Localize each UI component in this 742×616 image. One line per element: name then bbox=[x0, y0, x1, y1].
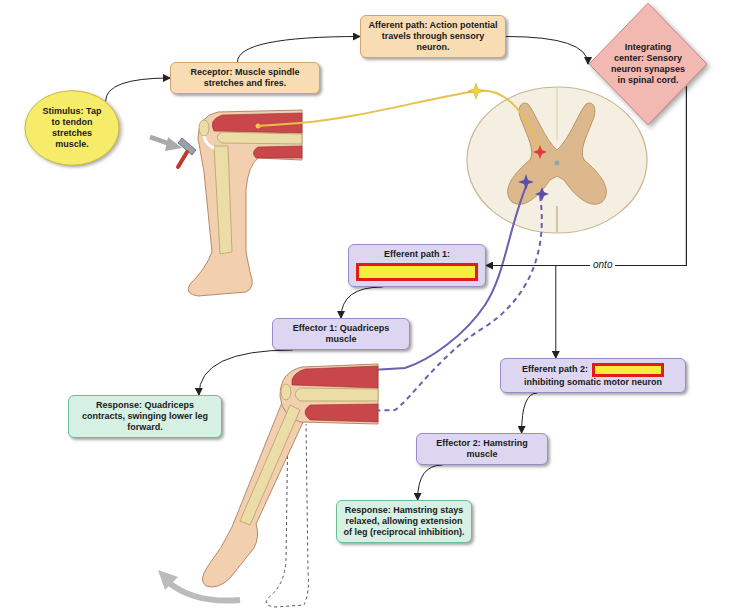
swing-arrow bbox=[168, 582, 240, 601]
synapse-star bbox=[533, 145, 547, 159]
node-text: Afferent path: Action potential travels … bbox=[367, 20, 499, 53]
arrow-connector bbox=[418, 465, 443, 500]
shape-text-holder: Stimulus: Tap to tendon stretches muscle… bbox=[40, 106, 104, 150]
patella-bone bbox=[281, 384, 291, 400]
leg-upper-figure bbox=[150, 110, 302, 296]
tap-arrow-head bbox=[165, 137, 182, 151]
arrow-connector bbox=[556, 86, 687, 358]
arrow-connector bbox=[106, 78, 170, 101]
quadriceps-muscle bbox=[292, 366, 378, 388]
patellar-tendon bbox=[204, 136, 214, 148]
tibia-bone bbox=[214, 146, 232, 254]
femur-bone bbox=[295, 388, 378, 401]
swing-arrow-head bbox=[158, 570, 178, 590]
path-label: onto bbox=[590, 259, 615, 271]
integrating-center-diamond: Integrating center: Sensory neuron synap… bbox=[588, 2, 708, 126]
node-text: Receptor: Muscle spindle stretches and f… bbox=[177, 67, 313, 89]
arrow-connector bbox=[506, 37, 588, 65]
pathway-box: Afferent path: Action potential travels … bbox=[360, 15, 506, 58]
central-canal bbox=[555, 161, 560, 166]
dorsal-septum bbox=[557, 88, 558, 140]
redaction-bar bbox=[592, 363, 664, 377]
motor-cell-body bbox=[535, 187, 549, 201]
arrow-connector bbox=[522, 393, 538, 433]
node-text: inhibiting somatic motor neuron bbox=[507, 377, 679, 388]
text-row: Efferent path 2: bbox=[507, 363, 679, 377]
response-box: Response: Hamstring stays relaxed, allow… bbox=[336, 500, 472, 543]
arrow-connector bbox=[199, 350, 293, 395]
ellipse-shape bbox=[25, 91, 119, 165]
effector-box: Effector 1: Quadriceps muscle bbox=[272, 318, 410, 350]
hamstring-muscle bbox=[305, 404, 378, 422]
leg-skin bbox=[188, 110, 302, 296]
arrow-connector bbox=[341, 287, 383, 318]
node-text: Response: Hamstring stays relaxed, allow… bbox=[343, 505, 465, 538]
motor-cell-body bbox=[518, 174, 534, 190]
tibia-bone bbox=[240, 405, 300, 525]
shape-text-holder: Integrating center: Sensory neuron synap… bbox=[609, 42, 687, 86]
node-text: Efferent path 1: bbox=[355, 249, 479, 260]
receptor-box: Receptor: Muscle spindle stretches and f… bbox=[170, 62, 320, 94]
diamond-shape bbox=[589, 3, 707, 125]
arrow-connector bbox=[238, 37, 361, 63]
ventral-fissure bbox=[556, 206, 558, 232]
sensory-cell-body bbox=[468, 83, 484, 99]
redaction-bar bbox=[356, 263, 478, 281]
response-box: Response: Quadriceps contracts, swinging… bbox=[68, 395, 222, 438]
node-text: Effector 1: Quadriceps muscle bbox=[279, 323, 403, 345]
node-text: Efferent path 2: bbox=[522, 364, 588, 374]
node-text: Response: Quadriceps contracts, swinging… bbox=[75, 400, 215, 433]
femur-bone bbox=[217, 132, 302, 144]
node-text: Integrating center: Sensory neuron synap… bbox=[609, 42, 687, 86]
efferent-box: Efferent path 2: inhibiting somatic motor… bbox=[500, 358, 686, 393]
hamstring-muscle bbox=[253, 146, 302, 158]
node-text: Effector 2: Hamstring muscle bbox=[423, 438, 541, 460]
node-text: Stimulus: Tap to tendon stretches muscle… bbox=[40, 106, 104, 150]
spinal-cord-section bbox=[467, 87, 647, 233]
reflex-hammer-handle bbox=[178, 152, 187, 167]
stimulus-ellipse: Stimulus: Tap to tendon stretches muscle… bbox=[24, 90, 120, 166]
white-matter bbox=[467, 87, 647, 233]
sensory-neuron bbox=[258, 91, 540, 150]
effector-box: Effector 2: Hamstring muscle bbox=[416, 433, 548, 465]
patella-bone bbox=[199, 120, 209, 136]
efferent-box: Efferent path 1: bbox=[348, 244, 486, 287]
